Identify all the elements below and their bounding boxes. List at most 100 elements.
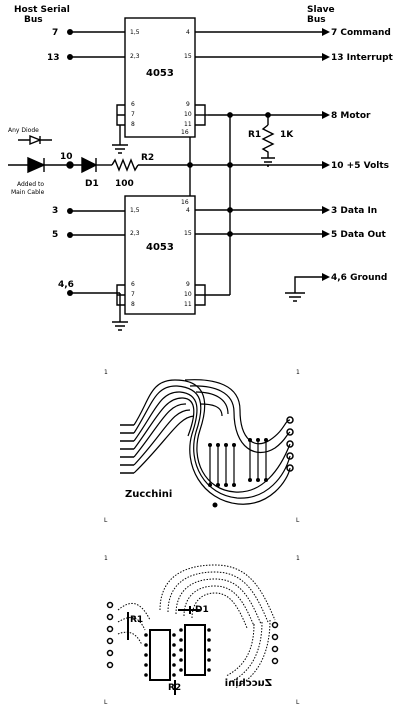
wire [195, 284, 230, 306]
chip1-pin-l3: 6 [131, 101, 135, 108]
left-pin-3: 3 [52, 206, 58, 216]
left-pin-7: 7 [52, 28, 58, 38]
chip1-pin-l4: 7 [131, 111, 135, 118]
chip1-pin-l2: 2,3 [130, 53, 140, 60]
chip2-pin-r4: 10 [184, 291, 192, 298]
crop-mark: 1 [104, 369, 108, 376]
chip2-pin-l4: 7 [131, 291, 135, 298]
ground-symbol [112, 321, 128, 331]
resistor-r2 [111, 158, 139, 172]
chip-1 [124, 17, 196, 138]
r1-value: 1K [280, 130, 294, 140]
chip2-pin-r3: 9 [186, 281, 190, 288]
any-diode-label: Any Diode [8, 127, 39, 134]
crop-mark: 1 [104, 555, 108, 562]
right-pin-command: 7 Command [331, 28, 391, 38]
pcb-bottom-brand: Zucchini [225, 678, 272, 689]
host-header-line1: Host Serial [14, 5, 70, 15]
chip2-pin-l1: 1,5 [130, 207, 140, 214]
r2-value: 100 [115, 179, 134, 189]
pcb-bottom-ic-pads [144, 628, 211, 677]
right-pin-motor: 8 Motor [331, 111, 371, 121]
pcb-bottom-left-pads [106, 601, 114, 669]
pcb-top-brand: Zucchini [125, 489, 172, 500]
arrow-icon [322, 206, 330, 214]
pcb-bottom-ic-2 [184, 624, 206, 676]
chip1-pin-r6: 16 [181, 129, 189, 136]
pcb-bottom-ic-1 [149, 629, 171, 681]
chip2-pin-r1: 4 [186, 207, 190, 214]
resistor-r1 [261, 124, 275, 158]
chip-1-label: 4053 [146, 68, 174, 79]
chip2-pin-r2: 15 [184, 230, 192, 237]
arrow-icon [322, 230, 330, 238]
arrow-icon [322, 53, 330, 61]
right-pin-interrupt: 13 Interrupt [331, 53, 394, 63]
added-note-line1: Added to [17, 181, 44, 188]
pcb-bottom-r1-label: R1 [130, 615, 143, 625]
chip-2-label: 4053 [146, 242, 174, 253]
chip1-pin-l1: 1,5 [130, 29, 140, 36]
r1-label: R1 [248, 130, 261, 140]
r2-label: R2 [141, 153, 154, 163]
pcb-top-ic-pads [208, 438, 268, 508]
junction-dot [66, 161, 74, 169]
left-pin-46: 4,6 [58, 280, 74, 290]
any-diode-icon [18, 134, 52, 146]
crop-mark: L [104, 517, 108, 524]
pcb-bottom: 1 1 L L [104, 555, 300, 706]
chip2-pin-l5: 8 [131, 301, 135, 308]
ground-symbol [285, 292, 305, 302]
crop-mark: L [296, 517, 300, 524]
right-pin-data-in: 3 Data In [331, 206, 377, 216]
pcb-bottom-right-pads [271, 621, 279, 665]
pcb-top-traces [133, 379, 291, 505]
chip1-pin-l5: 8 [131, 121, 135, 128]
ground-symbol [112, 144, 128, 154]
added-note-line2: Main Cable [11, 189, 45, 196]
junction-dot [227, 207, 233, 213]
arrow-icon [322, 111, 330, 119]
junction-dot [227, 231, 233, 237]
pcb-top-left-pads [120, 424, 134, 474]
left-pin-10: 10 [60, 152, 73, 162]
chip2-pin-r5: 11 [184, 301, 192, 308]
left-pin-5: 5 [52, 230, 58, 240]
junction-dot [227, 112, 233, 118]
diode-d1 [81, 156, 98, 174]
left-pin-13: 13 [47, 53, 60, 63]
pcb-bottom-d1-label: D1 [195, 605, 209, 615]
slave-header-line2: Bus [307, 15, 326, 25]
crop-mark: 1 [296, 369, 300, 376]
crop-mark: 1 [296, 555, 300, 562]
chip2-pin-r6: 16 [181, 199, 189, 206]
diode-main-cable [27, 156, 46, 174]
schematic: Host Serial Bus Slave Bus 4053 4053 1,5 … [8, 5, 394, 331]
pcb-bottom-traces [117, 564, 276, 689]
arrow-icon [322, 28, 330, 36]
junction-dot [265, 112, 271, 118]
chip1-pin-r4: 10 [184, 111, 192, 118]
arrow-icon [322, 273, 330, 281]
slave-header-line1: Slave [307, 5, 335, 15]
wire [116, 284, 125, 322]
right-pin-ground: 4,6 Ground [331, 273, 387, 283]
wire [294, 276, 322, 293]
pcb-top: 1 1 L L [104, 369, 300, 524]
right-pin-volts: 10 +5 Volts [331, 161, 389, 171]
crop-mark: L [296, 699, 300, 706]
pcb-bottom-r2-label: R2 [168, 683, 181, 693]
chip1-pin-r3: 9 [186, 101, 190, 108]
arrow-icon [322, 161, 330, 169]
pcb-bottom-d1 [178, 606, 200, 614]
crop-mark: L [104, 699, 108, 706]
host-header-line2: Bus [24, 15, 43, 25]
chip1-pin-r5: 11 [184, 121, 192, 128]
wire [116, 104, 125, 145]
right-pin-data-out: 5 Data Out [331, 230, 387, 240]
chip1-pin-r2: 15 [184, 53, 192, 60]
chip1-pin-r1: 4 [186, 29, 190, 36]
chip-2 [124, 195, 196, 315]
ground-symbol [261, 157, 275, 167]
